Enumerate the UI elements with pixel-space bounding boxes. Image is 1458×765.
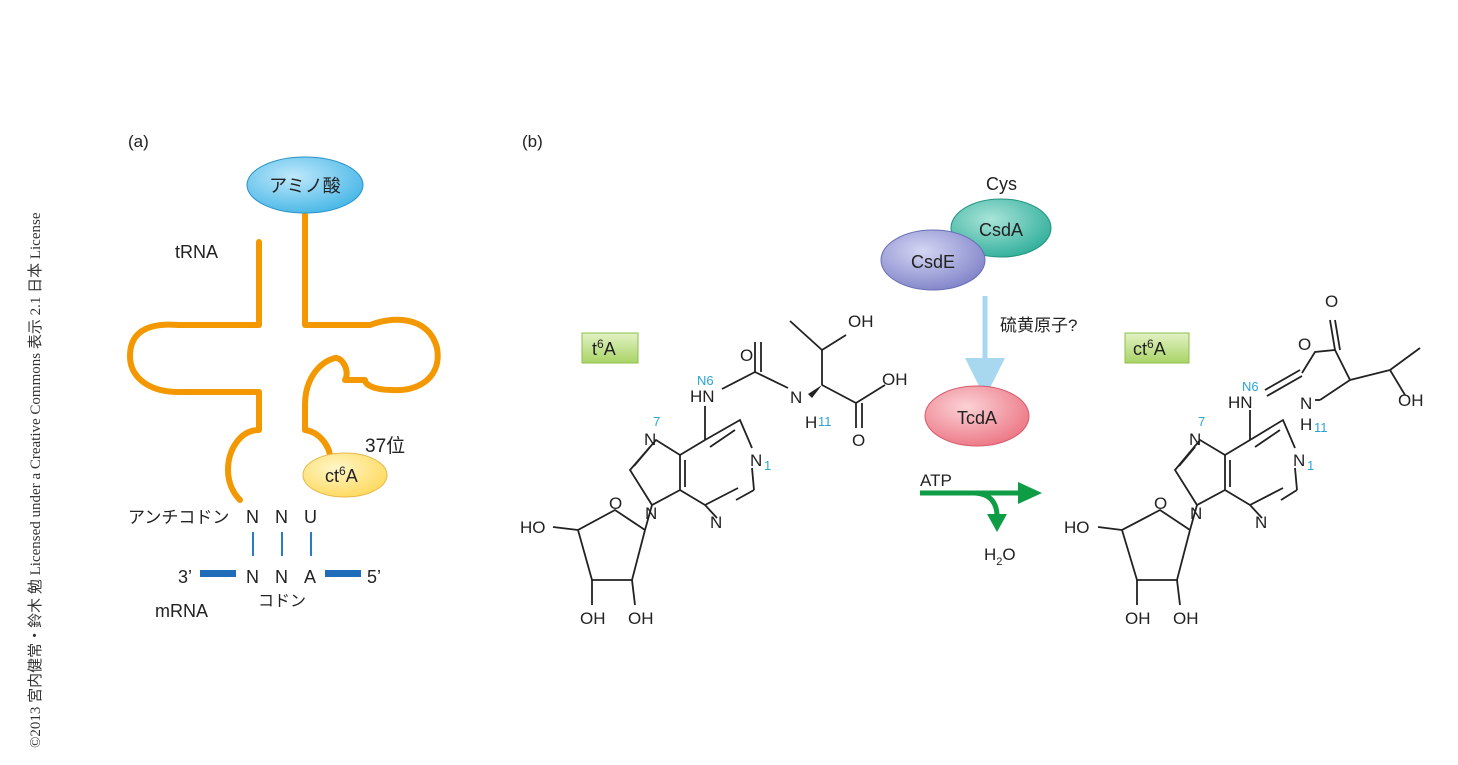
t6a-ring-o: O bbox=[609, 494, 622, 513]
t6a-nh-n: N bbox=[790, 388, 802, 407]
t6a-oh-acid: OH bbox=[882, 370, 908, 389]
ct6a-nh-h: H bbox=[1300, 415, 1312, 434]
ct6a-n6-number: N6 bbox=[1242, 379, 1259, 394]
svg-text:ct6A: ct6A bbox=[1133, 337, 1166, 359]
svg-text:t6A: t6A bbox=[592, 337, 616, 359]
anticodon-base-2: N bbox=[275, 507, 288, 527]
panel-b-label: (b) bbox=[522, 132, 543, 151]
tcda-node: TcdA bbox=[924, 385, 1030, 447]
csde-label: CsdE bbox=[911, 252, 955, 272]
copyright-text: ©2013 宮内健常・鈴木 勉 Licensed under a Creativ… bbox=[27, 212, 44, 748]
anticodon-base-1: N bbox=[246, 507, 259, 527]
mrna-right-bar bbox=[325, 570, 361, 577]
csde-node: CsdE bbox=[880, 229, 986, 291]
ct6a-hn: HN bbox=[1228, 393, 1253, 412]
t6a-n7: N bbox=[644, 430, 656, 449]
base-pair-lines bbox=[252, 532, 312, 556]
t6a-nh-h: H bbox=[805, 413, 817, 432]
ct6a-ring-o: O bbox=[1298, 335, 1311, 354]
ct6a-oh-3: OH bbox=[1125, 609, 1151, 628]
t6a-n3: N bbox=[710, 513, 722, 532]
t6a-n11-number: 11 bbox=[818, 414, 832, 429]
codon-base-3: A bbox=[304, 567, 316, 587]
trna-cloverleaf bbox=[127, 212, 441, 503]
t6a-n1-number: 1 bbox=[764, 458, 771, 473]
water-label: H2O bbox=[984, 545, 1016, 568]
t6a-n7-number: 7 bbox=[653, 414, 660, 429]
csda-label: CsdA bbox=[979, 220, 1023, 240]
ct6a-n1-number: 1 bbox=[1307, 458, 1314, 473]
t6a-n1: N bbox=[750, 451, 762, 470]
trna-label: tRNA bbox=[175, 242, 218, 262]
ct6a-ho: HO bbox=[1064, 518, 1090, 537]
anticodon-base-3: U bbox=[304, 507, 317, 527]
ct6a-o-carbonyl: O bbox=[1325, 292, 1338, 311]
ct6a-structure: O O N6 HN N H 11 OH 7 N N 1 N N O HO OH … bbox=[1064, 292, 1424, 628]
anticodon-label: アンチコドン bbox=[128, 508, 229, 527]
ct6a-n3: N bbox=[1255, 513, 1267, 532]
ct6a-label: ct6A bbox=[325, 464, 358, 486]
t6a-hn: HN bbox=[690, 387, 715, 406]
ct6a-n11-number: 11 bbox=[1314, 420, 1328, 435]
ct6a-n1: N bbox=[1293, 451, 1305, 470]
t6a-oh-2: OH bbox=[628, 609, 654, 628]
ct6a-n9: N bbox=[1190, 504, 1202, 523]
codon-base-1: N bbox=[246, 567, 259, 587]
ct6a-oh: OH bbox=[1398, 391, 1424, 410]
amino-acid-node: アミノ酸 bbox=[246, 156, 364, 214]
codon-base-2: N bbox=[275, 567, 288, 587]
mrna-label: mRNA bbox=[155, 601, 208, 621]
t6a-structure: O OH OH O N6 HN N H 11 7 N N 1 N N O HO … bbox=[520, 312, 908, 628]
position-37-label: 37位 bbox=[365, 435, 405, 457]
reaction-arrow bbox=[920, 482, 1042, 532]
five-prime-label: 5’ bbox=[367, 567, 381, 587]
mrna-left-bar bbox=[200, 570, 236, 577]
t6a-n6-number: N6 bbox=[697, 373, 714, 388]
tcda-label: TcdA bbox=[957, 408, 997, 428]
t6a-n9: N bbox=[645, 504, 657, 523]
cys-label: Cys bbox=[986, 174, 1017, 194]
panel-a-label: (a) bbox=[128, 132, 149, 151]
t6a-ho: HO bbox=[520, 518, 546, 537]
ct6a-nh-n: N bbox=[1300, 394, 1312, 413]
t6a-o-carbonyl: O bbox=[740, 346, 753, 365]
sulfur-label: 硫黄原子? bbox=[1000, 316, 1077, 335]
ct6a-n7-number: 7 bbox=[1198, 414, 1205, 429]
t6a-oh-side: OH bbox=[848, 312, 874, 331]
ct6a-n7: N bbox=[1189, 430, 1201, 449]
atp-label: ATP bbox=[920, 471, 952, 490]
amino-acid-label: アミノ酸 bbox=[269, 176, 341, 196]
ct6a-oh-2: OH bbox=[1173, 609, 1199, 628]
ct6a-node: ct6A bbox=[302, 452, 388, 498]
t6a-oh-3: OH bbox=[580, 609, 606, 628]
ct6a-ribose-o: O bbox=[1154, 494, 1167, 513]
ct6a-label-box: ct6A bbox=[1124, 332, 1190, 364]
t6a-o-acid: O bbox=[852, 431, 865, 450]
three-prime-label: 3’ bbox=[178, 567, 192, 587]
t6a-label-box: t6A bbox=[581, 332, 639, 364]
codon-label: コドン bbox=[258, 593, 306, 610]
